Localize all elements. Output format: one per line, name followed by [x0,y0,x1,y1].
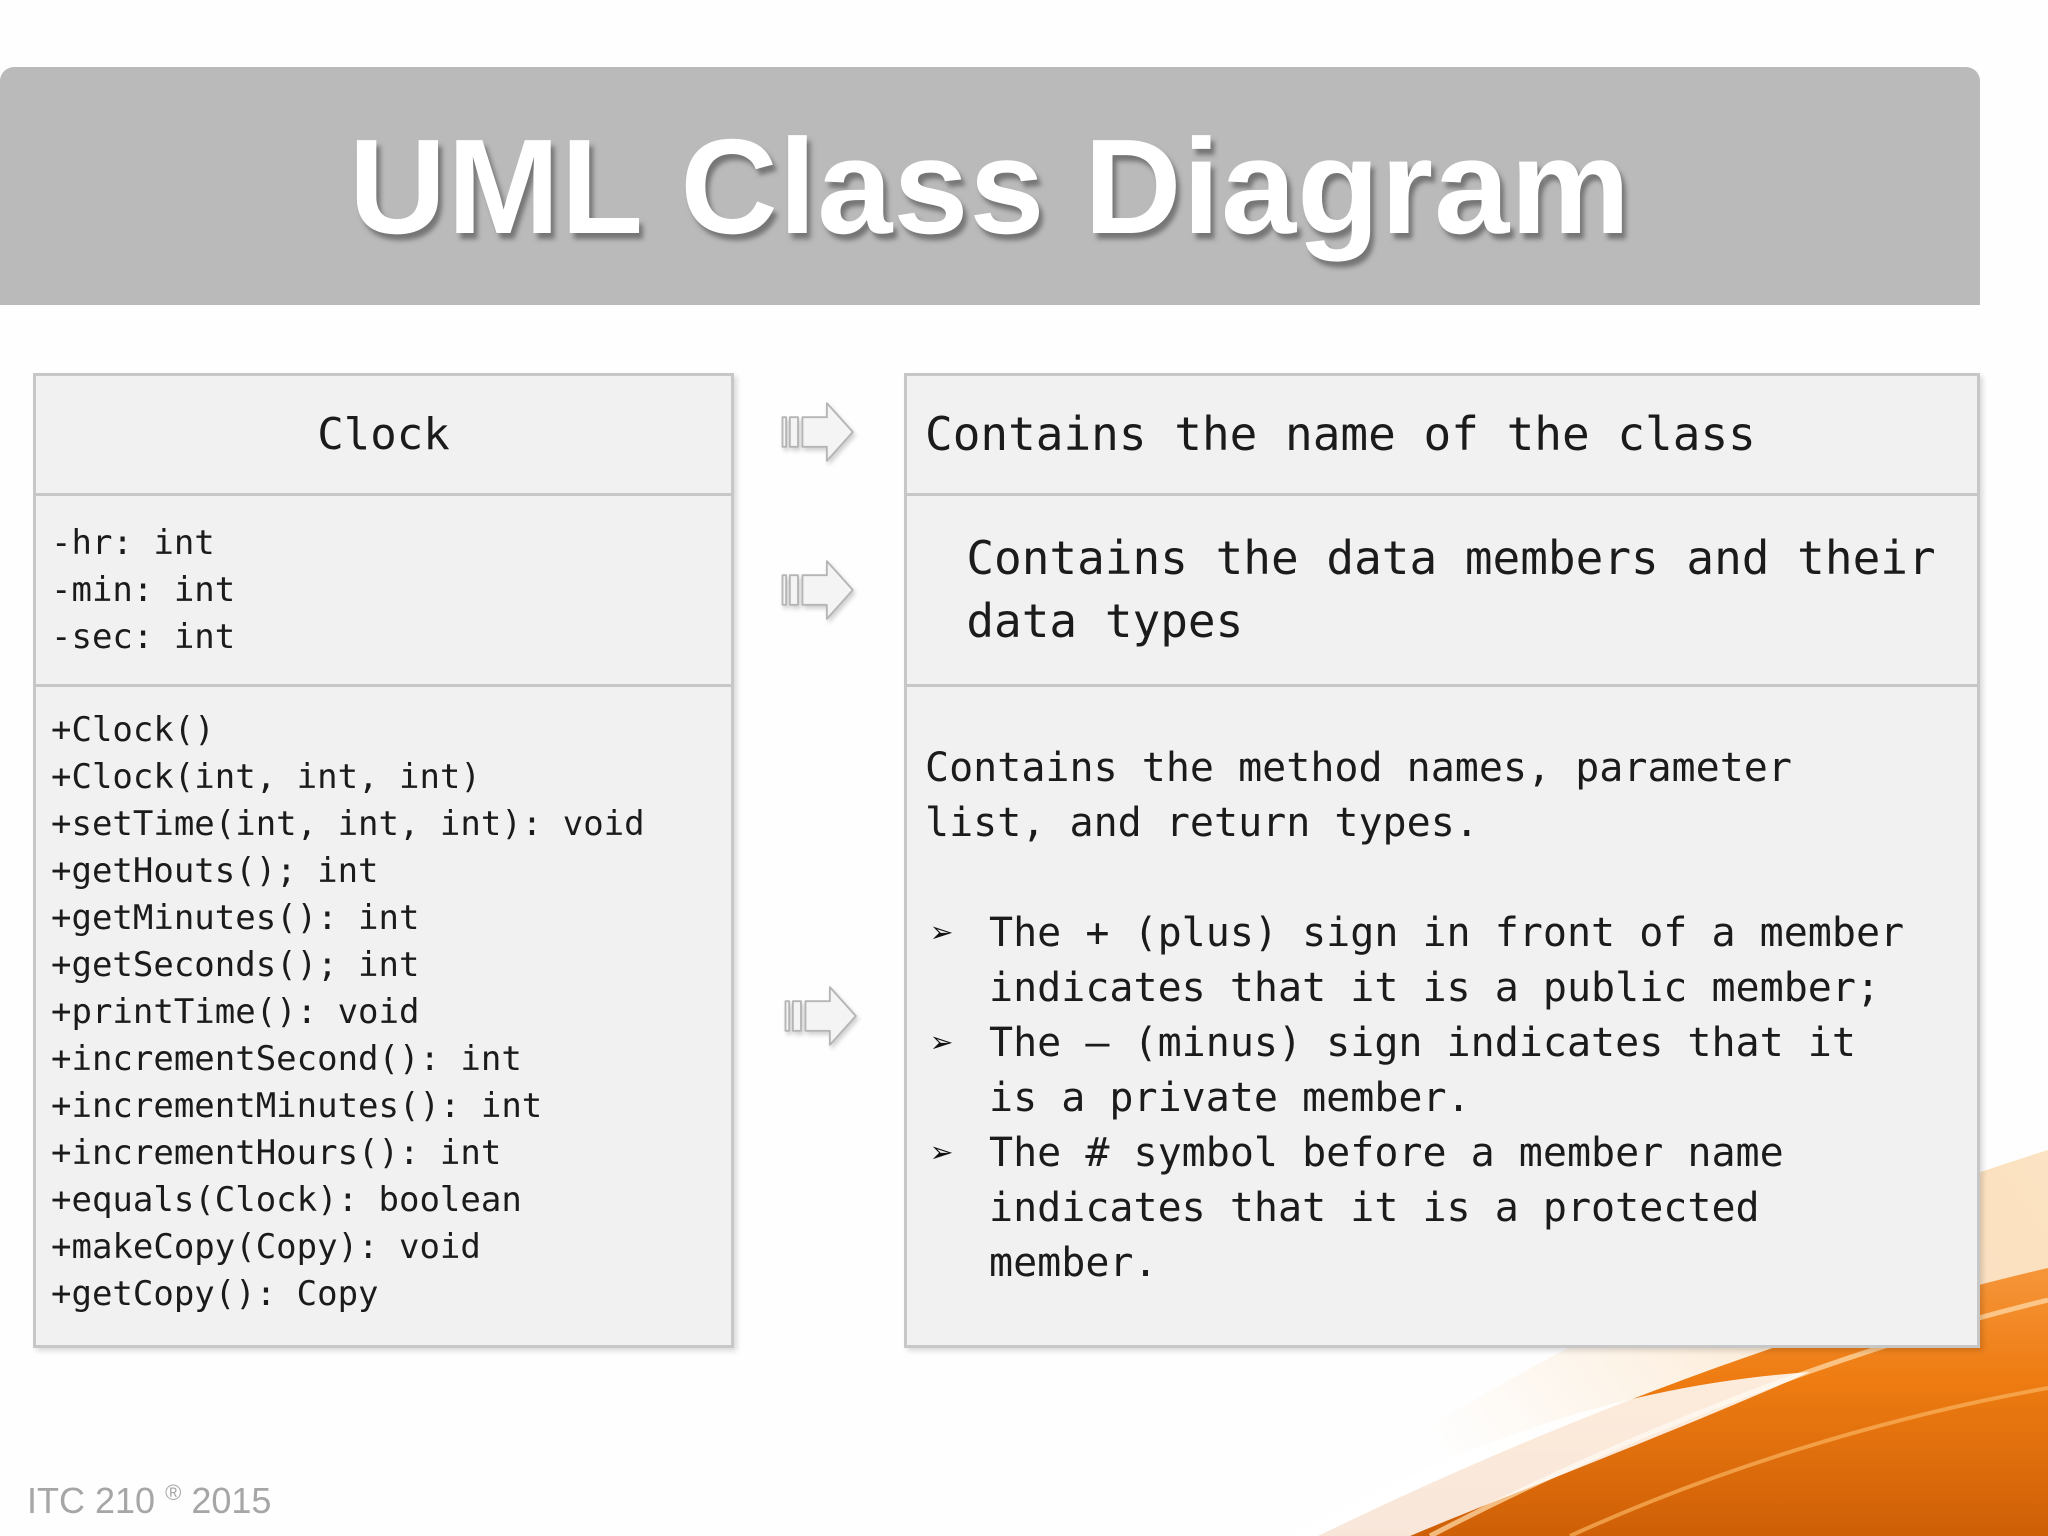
method-line: +equals(Clock): boolean [51,1180,522,1220]
footer-year: 2015 [191,1480,272,1521]
bullet-item: ➢ The – (minus) sign indicates that it i… [925,1016,1957,1126]
bullet-item: ➢ The + (plus) sign in front of a member… [925,906,1957,1016]
attribute-line: -sec: int [51,616,236,657]
attributes-note-text: Contains the data members and their data… [966,531,1936,648]
attribute-line: -hr: int [51,522,215,563]
class-attributes-compartment: -hr: int -min: int -sec: int [36,496,731,687]
striped-right-arrow-icon [781,558,855,622]
method-line: +incrementSecond(): int [51,1039,522,1079]
method-line: +printTime(): void [51,992,420,1032]
annotation-box: Contains the name of the class Contains … [904,373,1980,1348]
attributes-note-row: Contains the data members and their data… [907,496,1977,687]
methods-note-row: Contains the method names, parameter lis… [907,687,1977,1345]
attribute-line: -min: int [51,569,236,610]
registered-mark: ® [165,1480,182,1505]
class-name: Clock [317,409,450,460]
bullet-text: The # symbol before a member name indica… [989,1130,1784,1286]
arrow-bullet-icon: ➢ [931,1131,954,1175]
footer-course: ITC 210 [27,1480,156,1521]
bullet-item: ➢ The # symbol before a member name indi… [925,1126,1957,1291]
method-line: +getCopy(): Copy [51,1274,379,1314]
arrow-bullet-icon: ➢ [931,911,954,955]
method-line: +getHouts(); int [51,851,379,891]
title-banner: UML Class Diagram [0,67,1980,305]
arrow-bullet-icon: ➢ [931,1021,954,1065]
striped-right-arrow-icon [784,984,858,1048]
method-line: +incrementHours(): int [51,1133,502,1173]
method-line: +Clock() [51,710,215,750]
method-line: +makeCopy(Copy): void [51,1227,481,1267]
methods-note-intro: Contains the method names, parameter lis… [925,745,1792,846]
method-line: +incrementMinutes(): int [51,1086,543,1126]
method-line: +getSeconds(); int [51,945,420,985]
method-line: +Clock(int, int, int) [51,757,481,797]
footer: ITC 210 ® 2015 [27,1480,271,1522]
class-name-compartment: Clock [36,376,731,496]
slide-title: UML Class Diagram [348,110,1632,262]
bullet-text: The + (plus) sign in front of a member i… [989,910,1905,1011]
visibility-bullet-list: ➢ The + (plus) sign in front of a member… [907,906,1977,1291]
class-methods-compartment: +Clock() +Clock(int, int, int) +setTime(… [36,687,731,1345]
name-note-text: Contains the name of the class [925,407,1756,461]
uml-class-box: Clock -hr: int -min: int -sec: int +Cloc… [33,373,734,1348]
method-line: +getMinutes(): int [51,898,420,938]
method-line: +setTime(int, int, int): void [51,804,645,844]
name-note-row: Contains the name of the class [907,376,1977,496]
bullet-text: The – (minus) sign indicates that it is … [989,1020,1856,1121]
striped-right-arrow-icon [781,400,855,464]
